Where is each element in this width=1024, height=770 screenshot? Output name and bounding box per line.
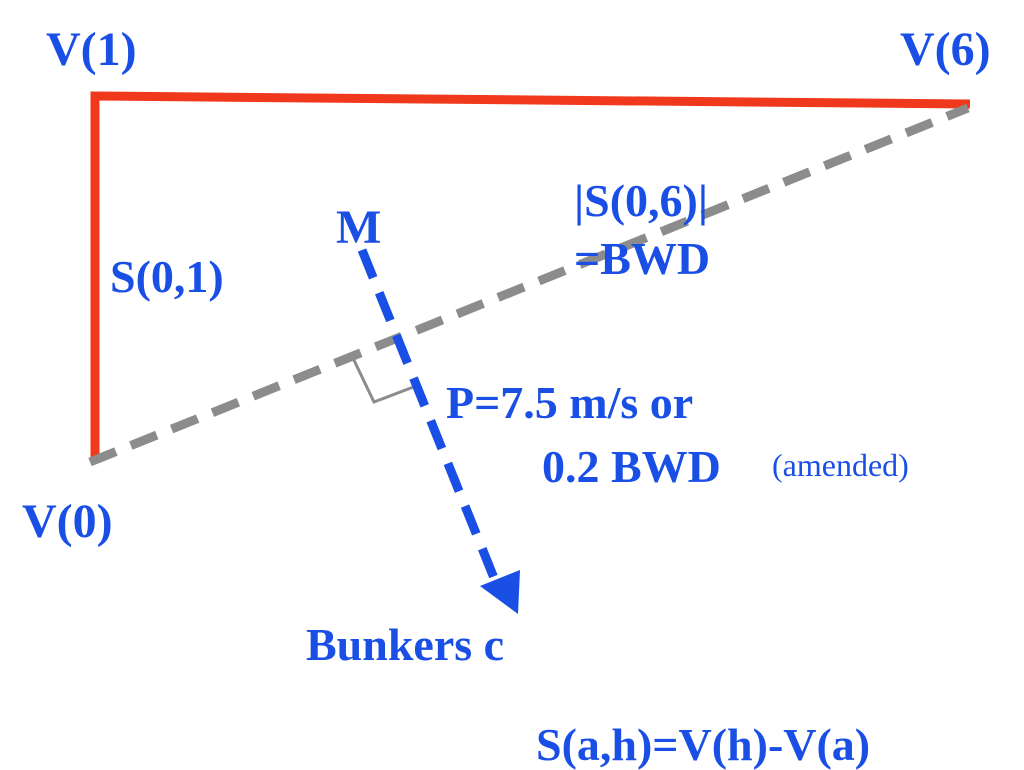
speed-label-line2: 0.2 BWD	[542, 441, 721, 492]
right-angle-marker	[350, 355, 417, 404]
vertex-label-v6: V(6)	[900, 23, 991, 76]
route-line	[90, 91, 971, 462]
vertex-label-v1: V(1)	[46, 23, 137, 76]
segment-label-s01: S(0,1)	[110, 251, 224, 302]
baseline-label-line1: |S(0,6)|	[574, 175, 708, 226]
speed-vector-line	[357, 248, 499, 580]
amended-note: (amended)	[772, 447, 909, 483]
speed-vector-arrowhead	[480, 570, 520, 614]
point-label-m: M	[336, 201, 382, 254]
baseline-label-line2: =BWD	[574, 233, 711, 284]
baseline-dashed-line	[88, 103, 970, 467]
bunkers-label: Bunkers c	[306, 619, 505, 670]
speed-label-line1: P=7.5 m/s or	[446, 377, 694, 428]
vertex-label-v0: V(0)	[22, 495, 113, 548]
formula-label: S(a,h)=V(h)-V(a)	[536, 719, 871, 770]
